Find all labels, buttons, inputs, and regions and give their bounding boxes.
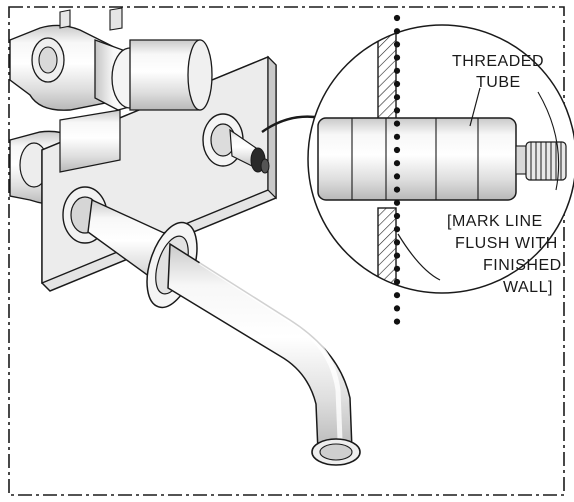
mark-line-leader [397,233,441,281]
mark-line-dot [393,94,401,101]
mark-line-dot [393,28,401,35]
mark-line-dot [393,107,401,114]
threaded-tube-detail [317,117,567,201]
mark-line-label-line3: FINISHED [483,257,562,274]
mark-line-dot [393,120,401,127]
mark-line-dot [393,265,401,272]
mark-line-dot [393,54,401,61]
valve-pipes [59,39,213,173]
mark-line-label-line1: [MARK LINE [447,213,543,230]
mark-line-dot [393,212,401,220]
mark-line-dot [393,278,401,286]
mark-line-dot [393,14,401,22]
threaded-tube-leader [469,87,481,127]
mark-line-dot [393,305,401,312]
mark-line-dot [393,239,401,246]
mark-line-dot [393,160,401,167]
mark-line-dot [393,41,401,48]
detail-frame [8,6,565,496]
spout [87,198,361,466]
mark-line-dots [393,14,401,325]
mark-line-dot [393,199,401,206]
mark-line-dot [393,292,401,299]
mark-line-dot [393,226,401,233]
wall-section-upper [377,25,397,123]
mark-line-dot [393,318,401,325]
mark-line-dot [393,146,401,154]
detail-circle [307,24,574,294]
circle-edge-leader [537,91,560,191]
wall-section-lower [377,207,397,293]
mark-line-dot [393,133,401,140]
threaded-tube-label-line1: THREADED [452,53,544,70]
threaded-tube-label-line2: TUBE [476,74,521,91]
mark-line-dot [393,173,401,180]
mark-line-dot [393,252,401,259]
mark-line-dot [393,186,401,193]
mark-line-dot [393,80,401,88]
mark-line-label-line4: WALL] [503,279,553,296]
mark-line-label-line2: FLUSH WITH [455,235,558,252]
mark-line-dot [393,67,401,74]
threaded-tube-stub [202,113,270,174]
